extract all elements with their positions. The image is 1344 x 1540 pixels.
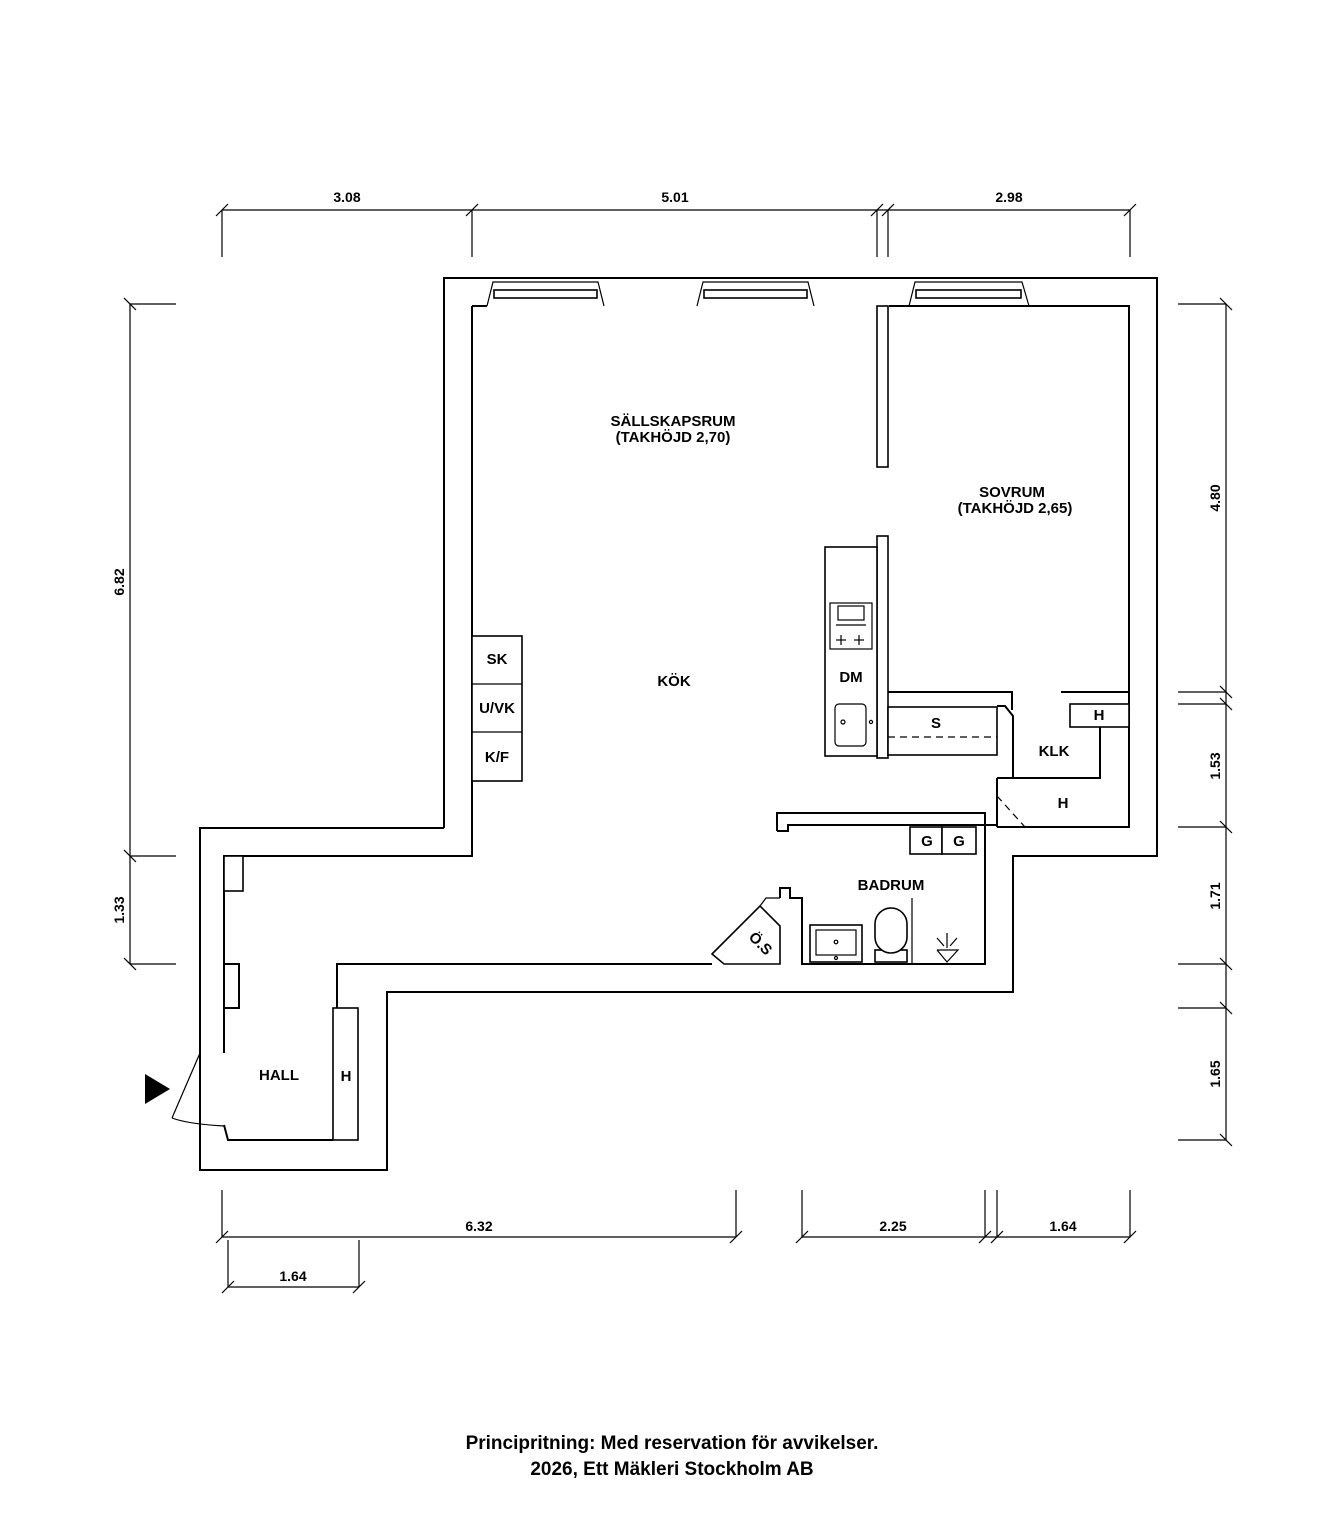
entrance-arrow-icon	[145, 1074, 170, 1104]
dim-right-4: 1.65	[1207, 1060, 1223, 1087]
label-kitchen: KÖK	[657, 673, 691, 690]
label-h-hall: H	[341, 1068, 352, 1085]
label-h-bedroom: H	[1094, 707, 1105, 724]
label-walkin: KLK	[1039, 743, 1070, 760]
dim-bottom-2: 2.25	[879, 1218, 906, 1234]
entry-door[interactable]	[171, 1052, 225, 1127]
dim-right-3: 1.71	[1207, 882, 1223, 909]
label-g-2: G	[953, 833, 965, 850]
label-dm: DM	[839, 669, 862, 686]
label-bedroom-height: (TAKHÖJD 2,65)	[958, 500, 1073, 517]
shower-drain-icon	[936, 933, 960, 963]
toilet-icon	[874, 907, 908, 963]
dim-left-1: 6.82	[111, 568, 127, 595]
dim-bottom-hall: 1.64	[279, 1268, 306, 1284]
label-bedroom: SOVRUM	[979, 484, 1045, 501]
stove-icon	[829, 602, 873, 650]
window-2	[696, 281, 815, 307]
label-s: S	[931, 715, 941, 732]
footer-line-1: Principritning: Med reservation för avvi…	[465, 1433, 879, 1454]
window-1	[486, 281, 605, 307]
window-3	[908, 281, 1030, 307]
wardrobe-s	[887, 706, 998, 756]
label-hall: HALL	[259, 1067, 299, 1084]
label-uvk: U/VK	[479, 700, 515, 717]
footer-line-2: 2026, Ett Mäkleri Stockholm AB	[530, 1459, 814, 1480]
label-h-closet: H	[1058, 795, 1069, 812]
dim-top-1: 3.08	[333, 189, 360, 205]
dim-left-2: 1.33	[111, 896, 127, 923]
dim-bottom-1: 6.32	[465, 1218, 492, 1234]
dim-bottom-3: 1.64	[1049, 1218, 1076, 1234]
label-sk: SK	[487, 651, 508, 668]
dim-right-1: 4.80	[1207, 484, 1223, 511]
dimension-labels: 3.08 5.01 2.98 6.82 1.33 4.80 1.53 1.71 …	[111, 189, 1223, 1284]
dim-right-2: 1.53	[1207, 752, 1223, 779]
label-g-1: G	[921, 833, 933, 850]
water-heater-os	[710, 897, 781, 965]
kitchen-units	[471, 635, 523, 782]
kitchen-sink-icon	[834, 703, 874, 747]
label-kf: K/F	[485, 749, 509, 766]
kitchen-counter	[824, 546, 878, 757]
windows	[486, 281, 1030, 307]
dim-top-3: 2.98	[995, 189, 1022, 205]
closet-door[interactable]	[996, 795, 1026, 828]
wardrobe-h-bedroom	[1069, 703, 1130, 728]
interior-walls	[223, 305, 1130, 1141]
bath-sink-icon	[809, 924, 863, 963]
room-labels: SÄLLSKAPSRUM (TAKHÖJD 2,70) SOVRUM (TAKH…	[259, 413, 1104, 1085]
footer: Principritning: Med reservation för avvi…	[0, 1431, 1344, 1483]
dim-top-2: 5.01	[661, 189, 688, 205]
label-living: SÄLLSKAPSRUM	[610, 413, 735, 430]
bath-fixtures	[710, 826, 977, 965]
label-living-height: (TAKHÖJD 2,70)	[616, 429, 731, 446]
outer-walls	[199, 277, 1158, 1171]
label-bathroom: BADRUM	[858, 877, 925, 894]
dimension-lines	[123, 203, 1233, 1294]
